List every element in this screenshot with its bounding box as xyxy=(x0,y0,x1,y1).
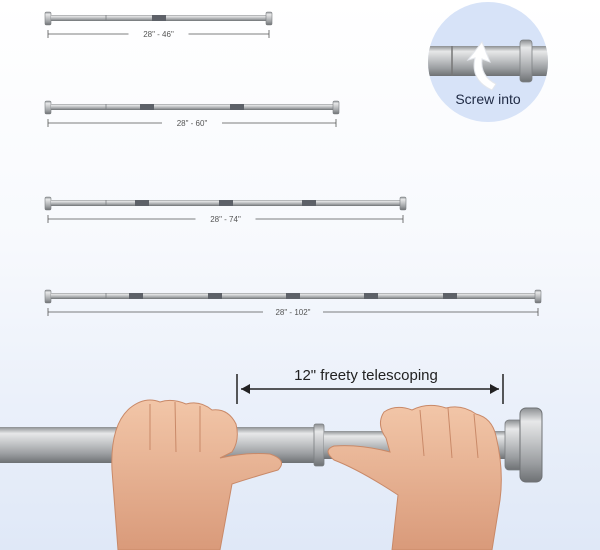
rod-joint xyxy=(129,293,143,299)
rod-joint xyxy=(230,104,244,110)
rod-range-label: 28" - 60" xyxy=(177,119,208,128)
rod-variant: 28" - 74" xyxy=(44,196,407,224)
right-hand xyxy=(327,404,502,550)
rod-variant: 28" - 60" xyxy=(44,100,340,128)
screw-into-callout: Screw into xyxy=(428,2,548,122)
rod-joint xyxy=(364,293,378,299)
rod-joint xyxy=(219,200,233,206)
callout-label: Screw into xyxy=(455,91,521,107)
rod-end-cap xyxy=(44,11,52,26)
rod-joint xyxy=(302,200,316,206)
arrow-right-icon xyxy=(490,384,499,394)
end-cap xyxy=(519,407,543,483)
rod-variant: 28" - 46" xyxy=(44,11,273,39)
rod-joint xyxy=(135,200,149,206)
rod-variant: 28" - 102" xyxy=(44,289,542,317)
rod-joint xyxy=(152,15,166,21)
rod-joint xyxy=(208,293,222,299)
rod-end-cap xyxy=(399,196,407,211)
telescoping-dimension: 12" freety telescoping xyxy=(236,367,504,404)
tube-joint xyxy=(313,423,325,467)
rod-range-label: 28" - 46" xyxy=(143,30,174,39)
rod-end-cap xyxy=(534,289,542,304)
rod-end-cap xyxy=(265,11,273,26)
rod-joint xyxy=(286,293,300,299)
rod-joint xyxy=(140,104,154,110)
rod-end-cap xyxy=(332,100,340,115)
rotate-arrow-icon xyxy=(466,41,497,91)
rod-body xyxy=(51,104,333,110)
rod-range-label: 28" - 74" xyxy=(210,215,241,224)
left-hand xyxy=(111,399,283,550)
arrow-left-icon xyxy=(241,384,250,394)
rod-closeup-cap xyxy=(519,39,533,83)
rod-end-cap xyxy=(44,196,52,211)
telescoping-label: 12" freety telescoping xyxy=(294,367,438,384)
rod-end-cap xyxy=(44,100,52,115)
rod-joint xyxy=(443,293,457,299)
rod-end-cap xyxy=(44,289,52,304)
rod-size-variants: 28" - 46" 28" - 60" 28" - 74" 28" - 102" xyxy=(44,11,542,317)
rod-range-label: 28" - 102" xyxy=(275,308,310,317)
